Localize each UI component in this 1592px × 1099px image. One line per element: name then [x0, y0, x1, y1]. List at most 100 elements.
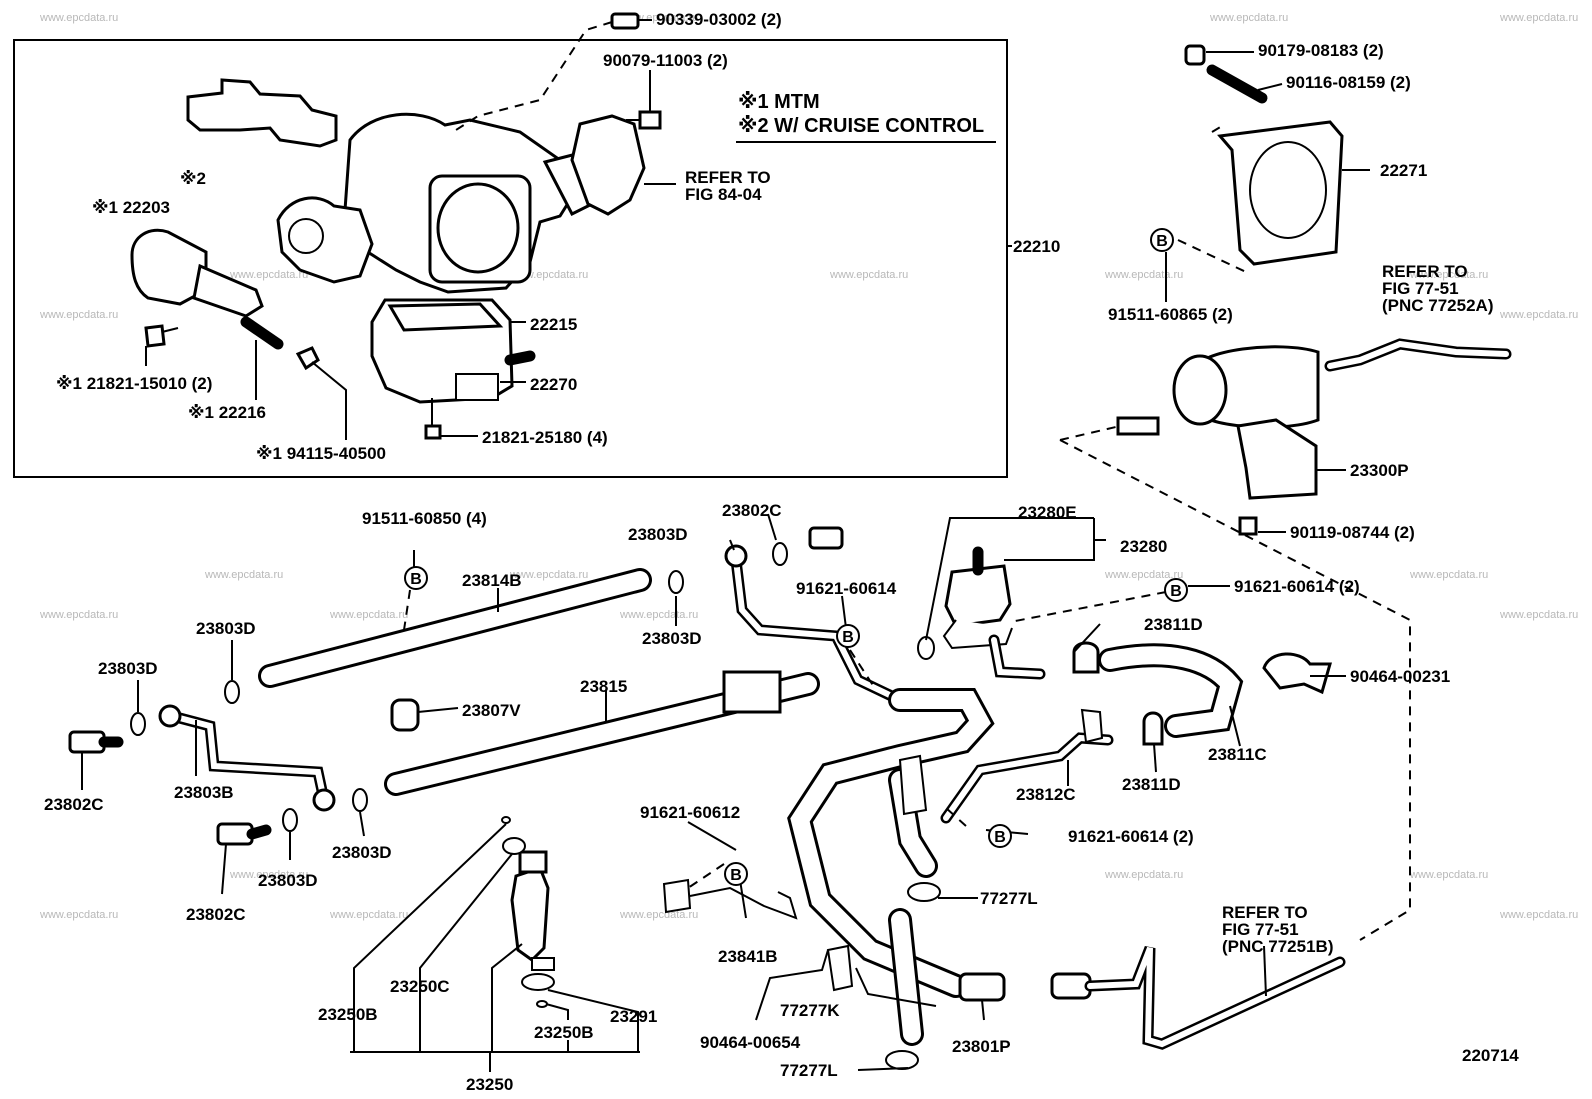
watermark: www.epcdata.ru: [39, 309, 118, 321]
throttle-bore: [436, 182, 520, 274]
pipe-union-nut: [1050, 972, 1092, 1000]
bolt-symbol-b: [988, 824, 1012, 848]
pressure-regulator-23280: [944, 564, 1012, 628]
label-23803D: 23803D: [196, 619, 256, 638]
leader-dashed: [455, 21, 613, 131]
label-90179-08183: 90179-08183 (2): [1258, 41, 1384, 60]
bolt-symbol-b: [836, 624, 860, 648]
washer-23803D: [352, 788, 368, 812]
sensor-mount-plate: [192, 263, 264, 318]
hose-clamp-23811D: [1142, 711, 1164, 746]
injector-leaders: [350, 823, 640, 1072]
screw-21821-25180: [424, 424, 442, 440]
refer-fig-77-51-a-line3: (PNC 77252A): [1382, 296, 1494, 315]
label-23803D: 23803D: [98, 659, 158, 678]
label-22216: ※1 22216: [188, 403, 266, 422]
washer-23803D: [772, 542, 788, 566]
gasket-filter-leaders: [1059, 51, 1411, 941]
clamp-90464-00231: [1262, 652, 1332, 695]
harness-bracket: [662, 878, 692, 914]
watermark: www.epcdata.ru: [1499, 12, 1578, 24]
fuel-filter-bracket: [1236, 418, 1318, 500]
injector-nozzle: [531, 957, 555, 971]
washer-23803D: [130, 712, 146, 736]
label-23803D: 23803D: [642, 629, 702, 648]
cruise-bracket: [186, 78, 338, 148]
watermark: www.epcdata.ru: [39, 609, 118, 621]
o-ring-23280E: [917, 636, 935, 660]
label-23291: 23291: [610, 1007, 657, 1026]
washer-23803D: [668, 570, 684, 594]
watermark-layer: www.epcdata.ru www.epcdata.ru www.epcdat…: [39, 12, 1578, 921]
label-77277L: 77277L: [780, 1061, 838, 1080]
grommet-23291: [521, 973, 555, 991]
label-note2-bracket: ※2: [180, 169, 206, 188]
label-91621-60612: 91621-60612: [640, 803, 740, 822]
isc-valve-gasket: [387, 302, 504, 332]
refer-fig-77-51-a-line1: REFER TO: [1382, 262, 1468, 281]
label-23280: 23280: [1120, 537, 1167, 556]
watermark: www.epcdata.ru: [39, 12, 118, 24]
hose-clamp-77277L: [907, 882, 941, 902]
fuel-rail-leaders: [81, 513, 777, 895]
watermark: www.epcdata.ru: [1409, 569, 1488, 581]
label-22203: ※1 22203: [92, 198, 170, 217]
label-22215: 22215: [530, 315, 577, 334]
label-77277L: 77277L: [980, 889, 1038, 908]
washer-23803D: [282, 808, 298, 832]
union-23801P: [958, 972, 1006, 1002]
refer-fig-77-51-b-line3: (PNC 77251B): [1222, 937, 1334, 956]
refer-fig-84-04-line2: FIG 84-04: [685, 185, 762, 204]
bolt-symbol-b-text: B: [410, 571, 422, 588]
union-bolt-23802C: [808, 526, 844, 550]
label-91621-60614: 91621-60614: [796, 579, 897, 598]
isc-valve-mount: [455, 373, 499, 401]
o-ring-23250B: [501, 816, 511, 824]
watermark: www.epcdata.ru: [1499, 309, 1578, 321]
pipe-union: [724, 544, 748, 568]
refer-84-04-part: [570, 114, 646, 216]
label-94115-40500: ※1 94115-40500: [256, 444, 386, 463]
nut-90179: [1184, 44, 1206, 66]
bolt-symbol-b: [1150, 228, 1174, 252]
label-91621-60614-2-a: 91621-60614 (2): [1234, 577, 1360, 596]
label-23811D: 23811D: [1122, 775, 1181, 794]
watermark: www.epcdata.ru: [1499, 909, 1578, 921]
bolt-symbol-b: [1164, 578, 1188, 602]
fuel-filter-end: [1172, 354, 1228, 426]
bolt-symbol-b-text: B: [994, 829, 1006, 846]
label-90464-00231: 90464-00231: [1350, 667, 1450, 686]
bolt-symbol-b-text: B: [842, 629, 854, 646]
gasket-bore: [1249, 141, 1327, 239]
fuel-rail-labels: 91511-60850 (4) B 23814B 23803D 23803D 2…: [44, 501, 782, 924]
watermark: www.epcdata.ru: [1104, 569, 1183, 581]
label-23811D: 23811D: [1144, 615, 1203, 634]
injector-connector: [518, 850, 548, 874]
label-91511-60850: 91511-60850 (4): [362, 509, 487, 528]
regulator-hose-labels: 23280E 23280 B 91621-60614 (2) 91621-606…: [640, 503, 1519, 1080]
regulator-hose-leaders: [687, 517, 1346, 1071]
throttle-leaders: [145, 19, 676, 440]
watermark: www.epcdata.ru: [619, 609, 698, 621]
bolt-90119: [1238, 516, 1258, 536]
screw-90079: [638, 110, 662, 130]
label-23801P: 23801P: [952, 1037, 1011, 1056]
screw-21821-15010: [144, 324, 166, 348]
refer-fig-77-51-b-line2: FIG 77-51: [1222, 920, 1299, 939]
o-ring-23250C: [502, 837, 526, 855]
label-23250C: 23250C: [390, 977, 450, 996]
label-23802C: 23802C: [186, 905, 246, 924]
watermark: www.epcdata.ru: [1409, 869, 1488, 881]
label-91621-60614-2-b: 91621-60614 (2): [1068, 827, 1194, 846]
label-22270: 22270: [530, 375, 577, 394]
label-23814B: 23814B: [462, 571, 522, 590]
hose-bracket: [898, 754, 928, 816]
gasket-filter-parts: [1116, 44, 1512, 536]
label-23802C: 23802C: [44, 795, 104, 814]
refer-fig-77-51-b-line1: REFER TO: [1222, 903, 1308, 922]
figure-number: 220714: [1462, 1046, 1519, 1065]
leader-dashed: [1177, 239, 1247, 273]
filter-union-bolt: [1116, 416, 1160, 436]
screw-shank: [161, 327, 179, 333]
watermark: www.epcdata.ru: [1104, 869, 1183, 881]
